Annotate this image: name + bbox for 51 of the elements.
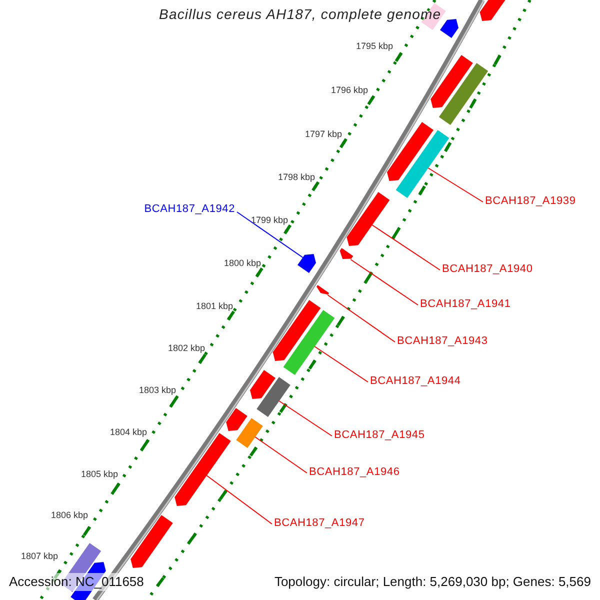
tick-label: 1797 kbp	[304, 130, 342, 139]
gene-bar	[250, 370, 276, 399]
gene-label: BCAH187_A1939	[485, 194, 576, 208]
gene-bar	[396, 130, 450, 198]
gene-bar	[226, 408, 248, 431]
tick-label: 1798 kbp	[278, 173, 315, 182]
tick-label: 1800 kbp	[224, 259, 261, 268]
tick-label: 1807 kbp	[20, 552, 58, 561]
gene-label: BCAH187_A1945	[334, 428, 425, 442]
tick-label: 1801 kbp	[196, 302, 233, 311]
genome-info-text: Topology: circular; Length: 5,269,030 bp; Genes: 5,569	[274, 574, 591, 590]
gene-bar	[440, 19, 458, 38]
gene-bar	[346, 192, 390, 246]
gene-label: BCAH187_A1943	[397, 334, 488, 348]
leader-line	[278, 400, 332, 436]
gene-bar	[256, 377, 290, 417]
leader-line	[327, 294, 396, 342]
gene-label: BCAH187_A1940	[442, 262, 533, 276]
gene-bar	[283, 310, 335, 375]
leader-line	[254, 436, 308, 474]
tick-label: 1806 kbp	[50, 511, 88, 520]
title: Bacillus cereus AH187, complete genome	[159, 7, 442, 21]
gene-bar	[272, 300, 321, 361]
gene-label: BCAH187_A1941	[420, 297, 511, 311]
gene-bar	[430, 55, 473, 108]
tick-label: 1804 kbp	[110, 428, 147, 437]
leader-line	[428, 168, 484, 202]
gene-bar	[298, 254, 316, 273]
leader-line	[236, 212, 304, 258]
leader-line	[350, 259, 418, 306]
gene-bar	[236, 418, 263, 448]
tick-label: 1803 kbp	[138, 386, 176, 395]
tick-label: 1805 kbp	[80, 470, 118, 479]
tick-label: 1802 kbp	[168, 344, 205, 353]
gene-bar	[480, 0, 507, 21]
gene-bar	[387, 122, 434, 181]
gene-bar	[174, 433, 231, 506]
leader-line	[372, 224, 440, 270]
gene-bar	[316, 285, 330, 295]
gene-label: BCAH187_A1946	[309, 465, 400, 479]
gene-label: BCAH187_A1942	[144, 202, 235, 216]
gene-bar	[130, 515, 173, 568]
tick-label: 1799 kbp	[250, 216, 288, 225]
gene-bar	[340, 248, 354, 259]
gene-label: BCAH187_A1947	[274, 516, 365, 530]
tick-label: 1796 kbp	[330, 86, 368, 95]
leader-line	[314, 346, 368, 382]
leader-line	[206, 475, 272, 524]
tick-label: 1795 kbp	[356, 42, 393, 51]
gene-bar	[438, 63, 488, 125]
gene-label: BCAH187_A1944	[370, 374, 461, 388]
